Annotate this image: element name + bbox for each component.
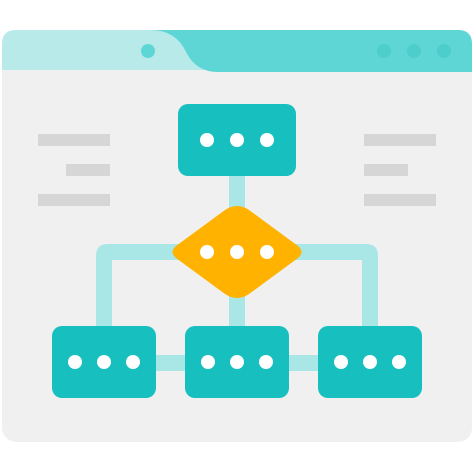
text-line <box>38 194 110 206</box>
node-dot <box>334 355 348 369</box>
window-dot <box>437 44 451 58</box>
connector <box>294 244 378 330</box>
text-line <box>364 134 436 146</box>
node-dot <box>259 355 273 369</box>
text-line <box>66 164 110 176</box>
node-dot <box>200 245 214 259</box>
text-line <box>38 134 110 146</box>
window-dot <box>141 44 155 58</box>
text-lines-right <box>364 134 436 206</box>
node-dot <box>68 355 82 369</box>
text-lines-left <box>38 134 110 206</box>
node-dot <box>230 355 244 369</box>
node-dot <box>126 355 140 369</box>
text-line <box>364 164 408 176</box>
process-node-left <box>52 326 156 398</box>
window-dot <box>377 44 391 58</box>
window-dot <box>407 44 421 58</box>
process-node-right <box>318 326 422 398</box>
flow-connectors <box>96 170 378 371</box>
decision-node <box>172 206 302 298</box>
title-tab <box>150 30 472 72</box>
node-dot <box>97 355 111 369</box>
process-node-top <box>178 104 296 176</box>
connector <box>284 355 324 371</box>
text-line <box>364 194 436 206</box>
node-dot <box>230 245 244 259</box>
node-dot <box>200 133 214 147</box>
connector <box>150 355 190 371</box>
connector <box>229 170 245 218</box>
connector <box>96 244 180 330</box>
node-dot <box>392 355 406 369</box>
node-dot <box>363 355 377 369</box>
node-dot <box>260 133 274 147</box>
node-dot <box>201 355 215 369</box>
process-node-middle <box>185 326 289 398</box>
node-dot <box>260 245 274 259</box>
node-dot <box>230 133 244 147</box>
